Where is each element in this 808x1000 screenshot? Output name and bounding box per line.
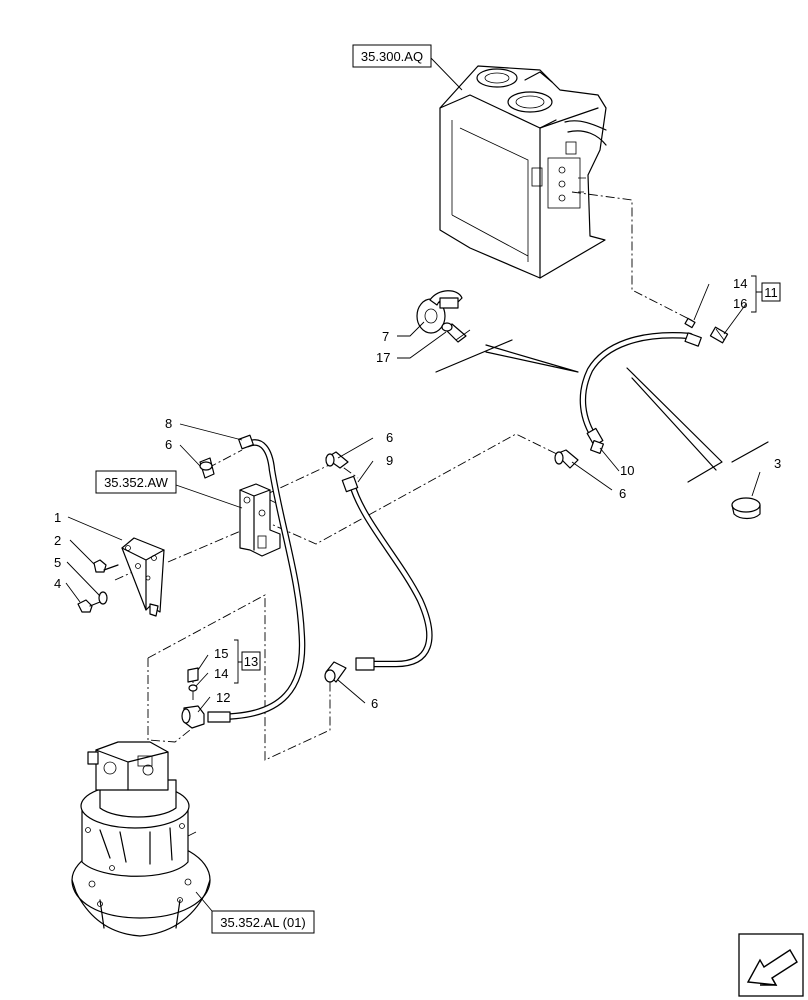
hydraulic-tank — [439, 65, 607, 279]
callout-8: 8 — [165, 416, 172, 431]
kit-13-label: 13 — [244, 654, 258, 669]
kit-bracket-13 — [234, 639, 242, 684]
ref-tank-label: 35.300.AQ — [361, 49, 423, 64]
bolt-2 — [93, 559, 119, 573]
connection-lines — [114, 191, 696, 761]
elbow-fitting-6-bottom — [324, 661, 347, 683]
elbow-fitting-6-top — [325, 451, 349, 469]
hose-9 — [341, 475, 433, 671]
ref-tank[interactable]: 35.300.AQ — [352, 44, 432, 68]
bracket-1 — [121, 537, 165, 617]
callout-7: 7 — [382, 329, 389, 344]
callout-4: 4 — [54, 576, 61, 591]
callout-numbers: 1 2 5 4 8 6 6 9 10 6 3 7 17 14 16 15 14 … — [54, 276, 781, 711]
kit-13[interactable]: 13 — [241, 651, 261, 671]
ref-swing-motor-label: 35.352.AL (01) — [220, 915, 306, 930]
elbow-fitting-6-right — [554, 449, 579, 469]
callout-6-right: 6 — [619, 486, 626, 501]
kit-11[interactable]: 11 — [761, 282, 781, 302]
swing-motor — [71, 741, 211, 937]
band-3 — [731, 497, 761, 520]
callout-3: 3 — [774, 456, 781, 471]
fitting-14-16 — [684, 317, 729, 344]
callout-10: 10 — [620, 463, 634, 478]
callout-16: 16 — [733, 296, 747, 311]
callout-2: 2 — [54, 533, 61, 548]
callout-15: 15 — [214, 646, 228, 661]
bolt-4 — [77, 599, 101, 613]
hose-8 — [207, 434, 306, 723]
guide-lines — [435, 339, 769, 483]
kit-bracket-11 — [751, 275, 762, 313]
callout-9: 9 — [386, 453, 393, 468]
valve-block — [239, 483, 281, 557]
ref-swing-motor[interactable]: 35.352.AL (01) — [211, 910, 315, 934]
arrow-left-down-icon[interactable] — [738, 933, 804, 997]
plug-15 — [187, 667, 199, 692]
callout-6-top: 6 — [386, 430, 393, 445]
ref-valve-block-label: 35.352.AW — [104, 475, 169, 490]
kit-11-label: 11 — [764, 285, 778, 300]
washer-5 — [98, 591, 108, 605]
callout-5: 5 — [54, 555, 61, 570]
ref-valve-block[interactable]: 35.352.AW — [95, 470, 177, 494]
hose-10 — [579, 332, 702, 455]
clamp-assembly — [416, 290, 471, 343]
callout-17: 17 — [376, 350, 390, 365]
callout-14-top: 14 — [733, 276, 747, 291]
callout-14-bottom: 14 — [214, 666, 228, 681]
callout-6-bottom: 6 — [371, 696, 378, 711]
elbow-fitting-6-left — [199, 457, 215, 479]
callout-leaders — [65, 56, 761, 912]
tee-fitting-12 — [181, 705, 205, 729]
callout-6-left: 6 — [165, 437, 172, 452]
callout-1: 1 — [54, 510, 61, 525]
callout-12: 12 — [216, 690, 230, 705]
